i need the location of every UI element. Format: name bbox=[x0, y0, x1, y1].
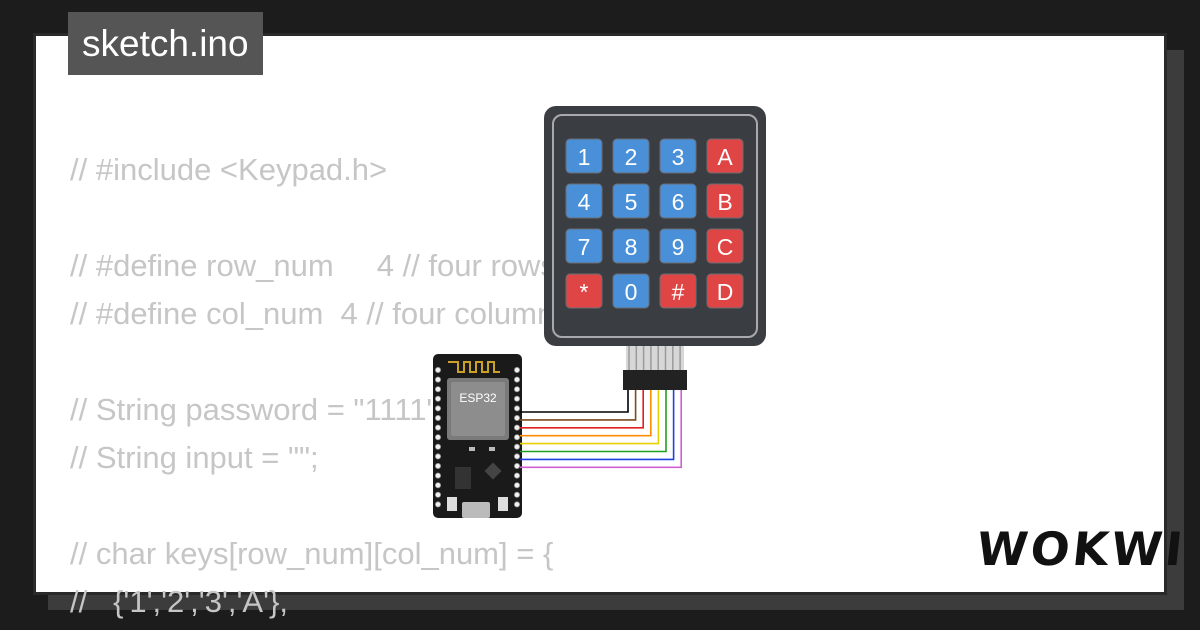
keypad-key[interactable]: B bbox=[706, 183, 744, 219]
keypad-key[interactable]: 0 bbox=[612, 273, 650, 309]
keypad-key[interactable]: 7 bbox=[565, 228, 603, 264]
keypad-key-label: 9 bbox=[672, 234, 685, 260]
keypad-key-label: A bbox=[717, 144, 733, 170]
keypad-key-label: 2 bbox=[625, 144, 638, 170]
code-line: // #define row_num 4 // four rows bbox=[70, 248, 556, 283]
keypad-key[interactable]: 5 bbox=[612, 183, 650, 219]
keypad-key[interactable]: * bbox=[565, 273, 603, 309]
keypad-key-label: 6 bbox=[672, 189, 685, 215]
keypad-key[interactable]: 3 bbox=[659, 138, 697, 174]
keypad-key-label: # bbox=[672, 279, 685, 305]
keypad-4x4[interactable]: 1 2 3 A 4 5 6 B 7 8 9 C * 0 # D bbox=[544, 106, 766, 390]
chip-label: ESP32 bbox=[459, 391, 497, 405]
keypad-key[interactable]: 1 bbox=[565, 138, 603, 174]
keypad-key-label: 0 bbox=[625, 279, 638, 305]
file-name-tab: sketch.ino bbox=[68, 12, 263, 75]
esp32-board[interactable]: ESP32 bbox=[433, 354, 522, 518]
keypad-key[interactable]: A bbox=[706, 138, 744, 174]
wokwi-logo: WOKWI bbox=[974, 522, 1188, 582]
code-line: // #include <Keypad.h> bbox=[70, 152, 388, 187]
keypad-key-label: 3 bbox=[672, 144, 685, 170]
code-line: // #define col_num 4 // four columns bbox=[70, 296, 570, 331]
keypad-key-label: 1 bbox=[578, 144, 591, 170]
code-line: // String input = ""; bbox=[70, 440, 319, 475]
code-line: // char keys[row_num][col_num] = { bbox=[70, 536, 554, 571]
keypad-key[interactable]: D bbox=[706, 273, 744, 309]
keypad-key[interactable]: 4 bbox=[565, 183, 603, 219]
keypad-key-label: B bbox=[717, 189, 732, 215]
keypad-key[interactable]: 8 bbox=[612, 228, 650, 264]
keypad-key-label: 8 bbox=[625, 234, 638, 260]
keypad-key[interactable]: C bbox=[706, 228, 744, 264]
code-preview: // #include <Keypad.h> // #define row_num… bbox=[70, 146, 570, 626]
wokwi-logo-text: WOKWI bbox=[974, 522, 1189, 576]
keypad-key-label: * bbox=[580, 279, 589, 305]
code-line: // String password = "1111"; bbox=[70, 392, 447, 427]
keypad-wires bbox=[520, 390, 682, 469]
keypad-key-label: 4 bbox=[578, 189, 591, 215]
keypad-key-label: 5 bbox=[625, 189, 638, 215]
keypad-key[interactable]: # bbox=[659, 273, 697, 309]
keypad-key[interactable]: 6 bbox=[659, 183, 697, 219]
keypad-key-label: C bbox=[717, 234, 734, 260]
keypad-key-label: D bbox=[717, 279, 734, 305]
keypad-key-label: 7 bbox=[578, 234, 591, 260]
code-line: // {'1','2','3','A'}, bbox=[70, 584, 288, 619]
keypad-key[interactable]: 2 bbox=[612, 138, 650, 174]
keypad-key[interactable]: 9 bbox=[659, 228, 697, 264]
